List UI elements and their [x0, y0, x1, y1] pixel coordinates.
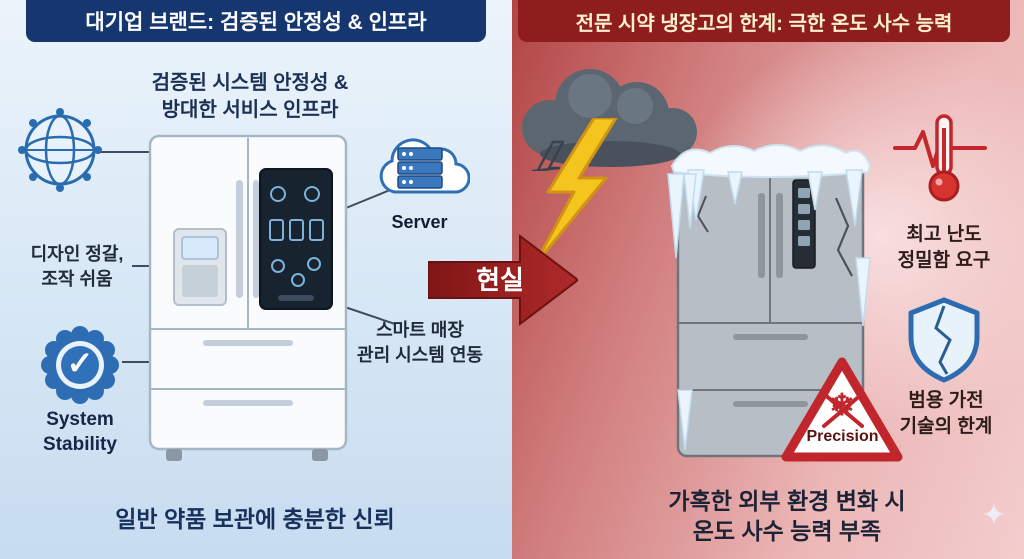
server-label: Server [391, 212, 448, 232]
snowflake-icon: ❄ [829, 389, 855, 422]
tech-limit-label: 범용 가전 기술의 한계 [899, 390, 993, 437]
precision-warning-label: Precision [806, 428, 879, 445]
right-bottom-caption: 가혹한 외부 환경 변화 시 온도 사수 능력 부족 [668, 488, 906, 544]
right-panel-header: 전문 시약 냉장고의 한계: 극한 온도 사수 능력 [518, 0, 1010, 42]
design-ease-label: 디자인 정갈, 조작 쉬움 [30, 244, 124, 290]
smart-store-label: 스마트 매장 관리 시스템 연동 [357, 320, 483, 366]
left-panel-header: 대기업 브랜드: 검증된 안정성 & 인프라 [26, 0, 486, 42]
system-stability-label: System Stability [43, 409, 117, 455]
left-bottom-caption: 일반 약품 보관에 충분한 신뢰 [115, 506, 395, 532]
right-panel-background [512, 0, 1024, 559]
checkmark-icon: ✓ [66, 345, 94, 381]
left-subtitle: 검증된 시스템 안정성 & 방대한 서비스 인프라 [151, 72, 349, 121]
precision-required-label: 최고 난도 정밀함 요구 [897, 224, 991, 271]
reality-arrow-label: 현실 [476, 265, 524, 295]
sparkle-icon: ✦ [981, 499, 1007, 532]
